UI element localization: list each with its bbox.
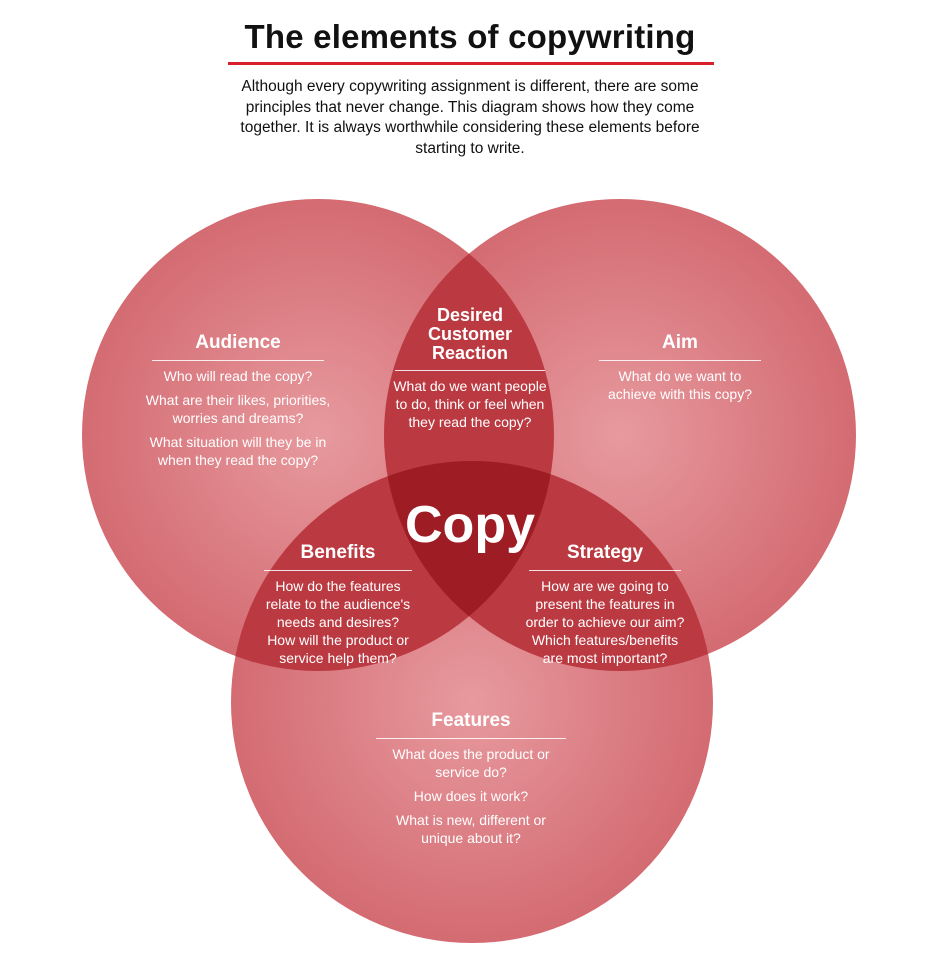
strategy-line: Which features/benefits (531, 632, 679, 648)
strategy-block: Strategy How are we going to present the… (512, 543, 698, 667)
benefits-line: How will the product or (267, 632, 409, 648)
features-block: Features What does the product or servic… (366, 711, 576, 847)
audience-line: worries and dreams? (172, 410, 304, 426)
benefits-line: needs and desires? (276, 614, 400, 630)
desired-reaction-line: to do, think or feel when (395, 396, 545, 412)
strategy-line: present the features in (535, 596, 675, 612)
desired-reaction-heading: Reaction (431, 343, 509, 363)
benefits-line: relate to the audience's (265, 596, 411, 612)
features-line: service do? (435, 764, 507, 780)
audience-line: What are their likes, priorities, (145, 392, 331, 408)
features-heading: Features (431, 710, 511, 731)
audience-rule (152, 360, 324, 361)
aim-line: What do we want to (618, 368, 742, 384)
features-rule (376, 738, 566, 739)
desired-reaction-heading: Desired (436, 305, 504, 325)
strategy-rule (529, 570, 681, 571)
strategy-line: order to achieve our aim? (525, 614, 685, 630)
benefits-block: Benefits How do the features relate to t… (248, 543, 428, 667)
aim-block: Aim What do we want to achieve with this… (585, 333, 775, 403)
audience-line: when they read the copy? (157, 452, 319, 468)
intro-text: Although every copywriting assignment is… (240, 78, 700, 157)
desired-reaction-block: Desired Customer Reaction What do we wan… (375, 306, 565, 431)
desired-reaction-line: What do we want people (393, 378, 547, 394)
benefits-line: service help them? (279, 650, 397, 666)
desired-reaction-rule (395, 370, 545, 371)
audience-heading: Audience (195, 332, 281, 353)
benefits-rule (264, 570, 412, 571)
title-underline (228, 62, 714, 65)
features-line: What is new, different or (396, 812, 546, 828)
strategy-line: are most important? (542, 650, 668, 666)
aim-rule (599, 360, 761, 361)
features-line: What does the product or (392, 746, 550, 762)
desired-reaction-heading: Customer (427, 324, 512, 344)
features-line: unique about it? (421, 830, 521, 846)
aim-heading: Aim (662, 332, 698, 353)
copy-center-label: Copy (405, 496, 535, 554)
audience-block: Audience Who will read the copy? What ar… (128, 333, 348, 469)
strategy-overlap (384, 461, 713, 671)
strategy-line: How are we going to (541, 578, 669, 594)
audience-line: What situation will they be in (149, 434, 327, 450)
desired-reaction-line: they read the copy? (408, 414, 532, 430)
audience-line: Who will read the copy? (163, 368, 313, 384)
benefits-heading: Benefits (300, 542, 376, 563)
page-title: The elements of copywriting (244, 18, 696, 55)
benefits-line: How do the features (275, 578, 401, 594)
benefits-overlap (231, 461, 554, 671)
features-line: How does it work? (413, 788, 529, 804)
aim-line: achieve with this copy? (608, 386, 752, 402)
strategy-heading: Strategy (566, 542, 644, 563)
